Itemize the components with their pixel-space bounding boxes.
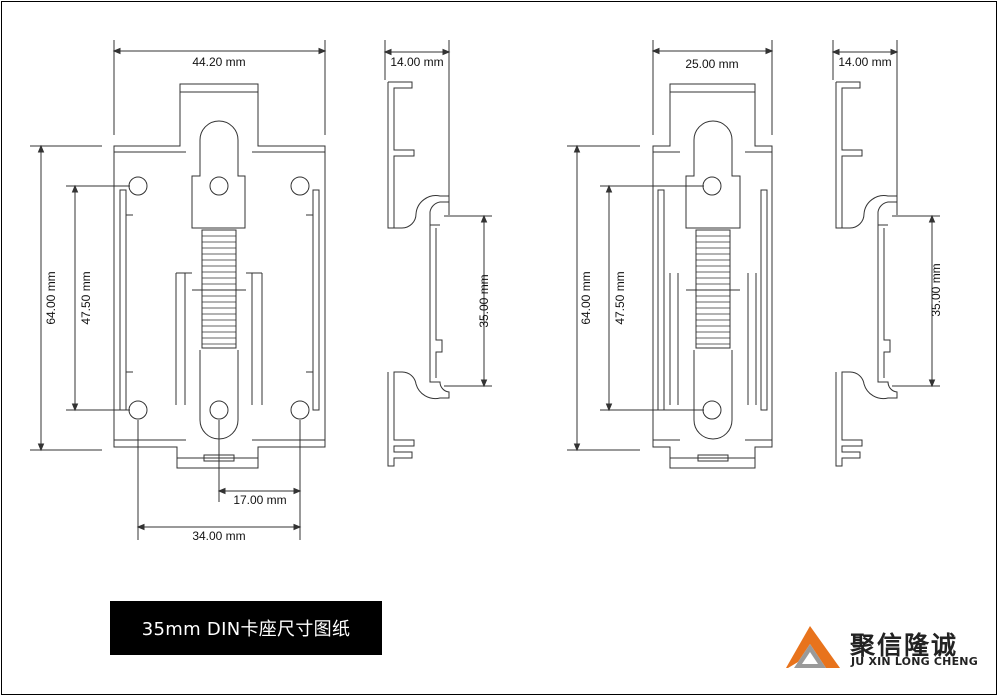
large-front-view [30, 40, 327, 540]
dim-large-side-depth: 14.00 mm [390, 55, 443, 69]
dim-large-hole-span: 34.00 mm [192, 529, 245, 543]
small-side-view [831, 40, 940, 467]
company-logo: 聚信隆诚 JU XIN LONG CHENG [786, 626, 986, 674]
logo-name-cn: 聚信隆诚 [850, 631, 959, 660]
dim-small-side-rail: 35.00 mm [929, 263, 943, 316]
dim-large-height: 64.00 mm [44, 271, 58, 324]
drawing-title: 35mm DIN卡座尺寸图纸 [110, 601, 382, 655]
large-side-view [383, 40, 492, 467]
small-front-view [567, 40, 774, 469]
dim-large-hole-offset: 17.00 mm [233, 493, 286, 507]
dim-large-width: 44.20 mm [192, 55, 245, 69]
dim-small-side-depth: 14.00 mm [838, 55, 891, 69]
dim-small-width: 25.00 mm [685, 57, 738, 71]
logo-name-en: JU XIN LONG CHENG [851, 655, 978, 668]
dim-large-hole-pitch: 47.50 mm [79, 271, 93, 324]
dim-large-side-rail: 35.00 mm [477, 274, 491, 327]
logo-mark-icon [786, 626, 840, 668]
dim-small-height: 64.00 mm [579, 271, 593, 324]
dim-small-hole-pitch: 47.50 mm [613, 271, 627, 324]
